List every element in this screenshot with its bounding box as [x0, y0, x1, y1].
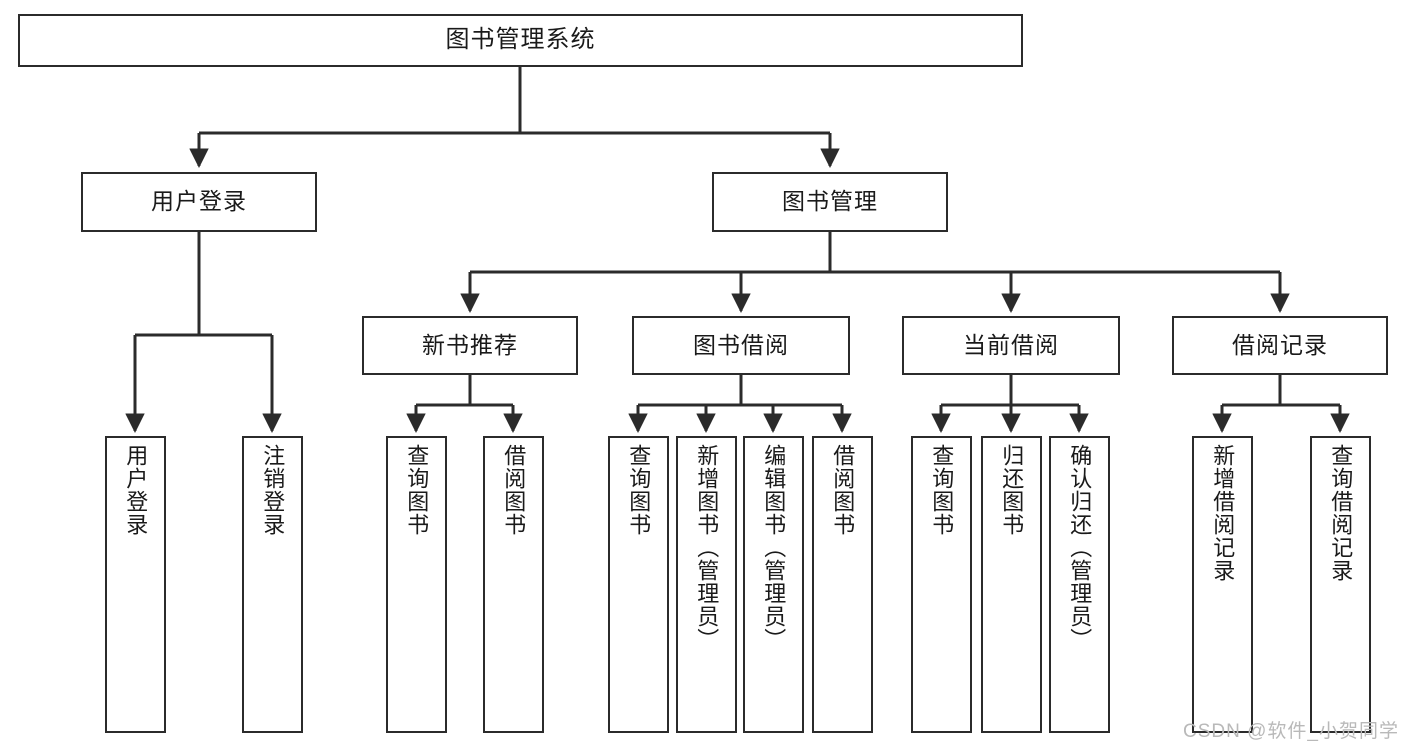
node-label: 注销登录 [260, 444, 286, 536]
leaf-record-query-record[interactable]: 查询借阅记录 [1310, 436, 1371, 733]
leaf-borrow-query-book[interactable]: 查询图书 [608, 436, 669, 733]
node-book-management[interactable]: 图书管理 [712, 172, 948, 232]
node-label: 用户登录 [151, 188, 247, 215]
node-label: 查询图书 [929, 444, 955, 536]
leaf-user-login-logout[interactable]: 注销登录 [242, 436, 303, 733]
node-label: 新增图书（管理员） [694, 444, 720, 651]
leaf-current-confirm-return-admin[interactable]: 确认归还（管理员） [1049, 436, 1110, 733]
node-new-book-recommend[interactable]: 新书推荐 [362, 316, 578, 375]
node-borrow-record[interactable]: 借阅记录 [1172, 316, 1388, 375]
node-label: 当前借阅 [963, 331, 1059, 358]
node-label: 编辑图书（管理员） [761, 444, 787, 651]
leaf-user-login-login[interactable]: 用户登录 [105, 436, 166, 733]
leaf-borrow-borrow-book[interactable]: 借阅图书 [812, 436, 873, 733]
node-label: 借阅图书 [501, 444, 527, 536]
node-label: 新书推荐 [422, 331, 518, 358]
node-label: 借阅图书 [830, 444, 856, 536]
leaf-current-query-book[interactable]: 查询图书 [911, 436, 972, 733]
node-label: 借阅记录 [1232, 331, 1328, 358]
node-label: 查询借阅记录 [1328, 444, 1354, 582]
node-user-login[interactable]: 用户登录 [81, 172, 317, 232]
node-label: 用户登录 [123, 444, 149, 536]
node-label: 归还图书 [999, 444, 1025, 536]
leaf-recommend-borrow-book[interactable]: 借阅图书 [483, 436, 544, 733]
leaf-recommend-query-book[interactable]: 查询图书 [386, 436, 447, 733]
leaf-current-return-book[interactable]: 归还图书 [981, 436, 1042, 733]
leaf-borrow-add-book-admin[interactable]: 新增图书（管理员） [676, 436, 737, 733]
node-book-borrow[interactable]: 图书借阅 [632, 316, 850, 375]
node-label: 确认归还（管理员） [1067, 444, 1093, 651]
node-root-system[interactable]: 图书管理系统 [18, 14, 1023, 67]
node-label: 图书管理系统 [445, 26, 596, 54]
leaf-record-add-record[interactable]: 新增借阅记录 [1192, 436, 1253, 733]
node-label: 查询图书 [626, 444, 652, 536]
node-label: 图书借阅 [693, 331, 789, 358]
node-current-borrow[interactable]: 当前借阅 [902, 316, 1120, 375]
node-label: 查询图书 [404, 444, 430, 536]
node-label: 新增借阅记录 [1210, 444, 1236, 582]
node-label: 图书管理 [782, 188, 878, 215]
leaf-borrow-edit-book-admin[interactable]: 编辑图书（管理员） [743, 436, 804, 733]
